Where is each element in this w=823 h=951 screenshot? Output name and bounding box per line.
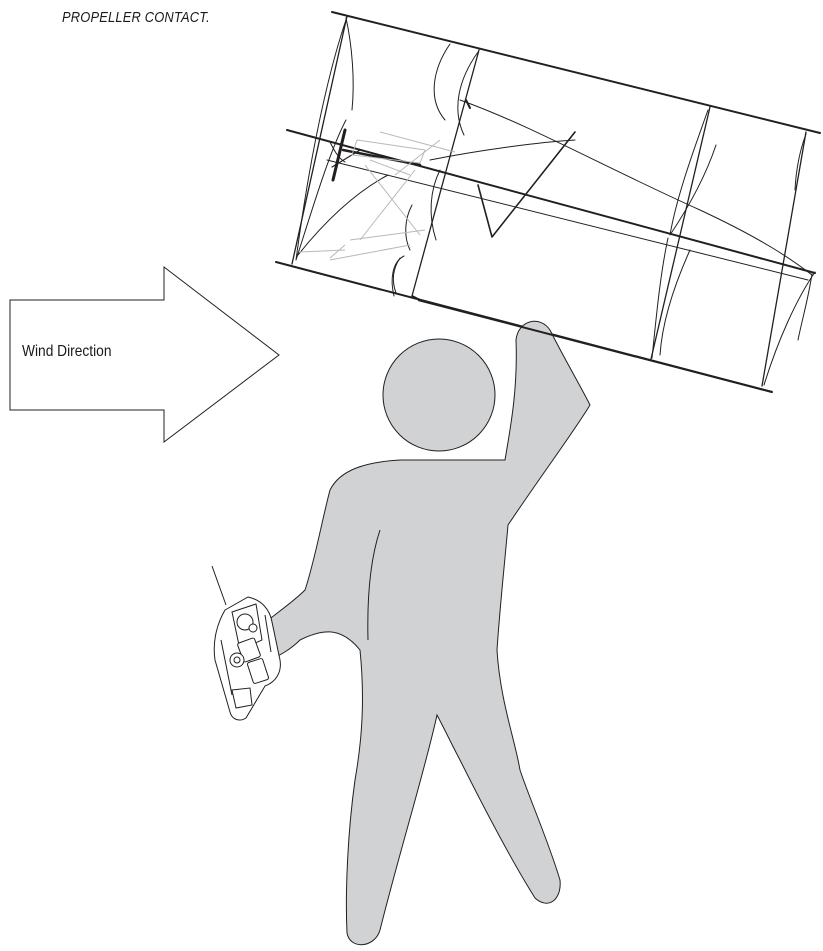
rc-transmitter-icon xyxy=(212,566,280,720)
person-launching-icon xyxy=(255,321,590,944)
wind-direction-label: Wind Direction xyxy=(22,343,111,361)
